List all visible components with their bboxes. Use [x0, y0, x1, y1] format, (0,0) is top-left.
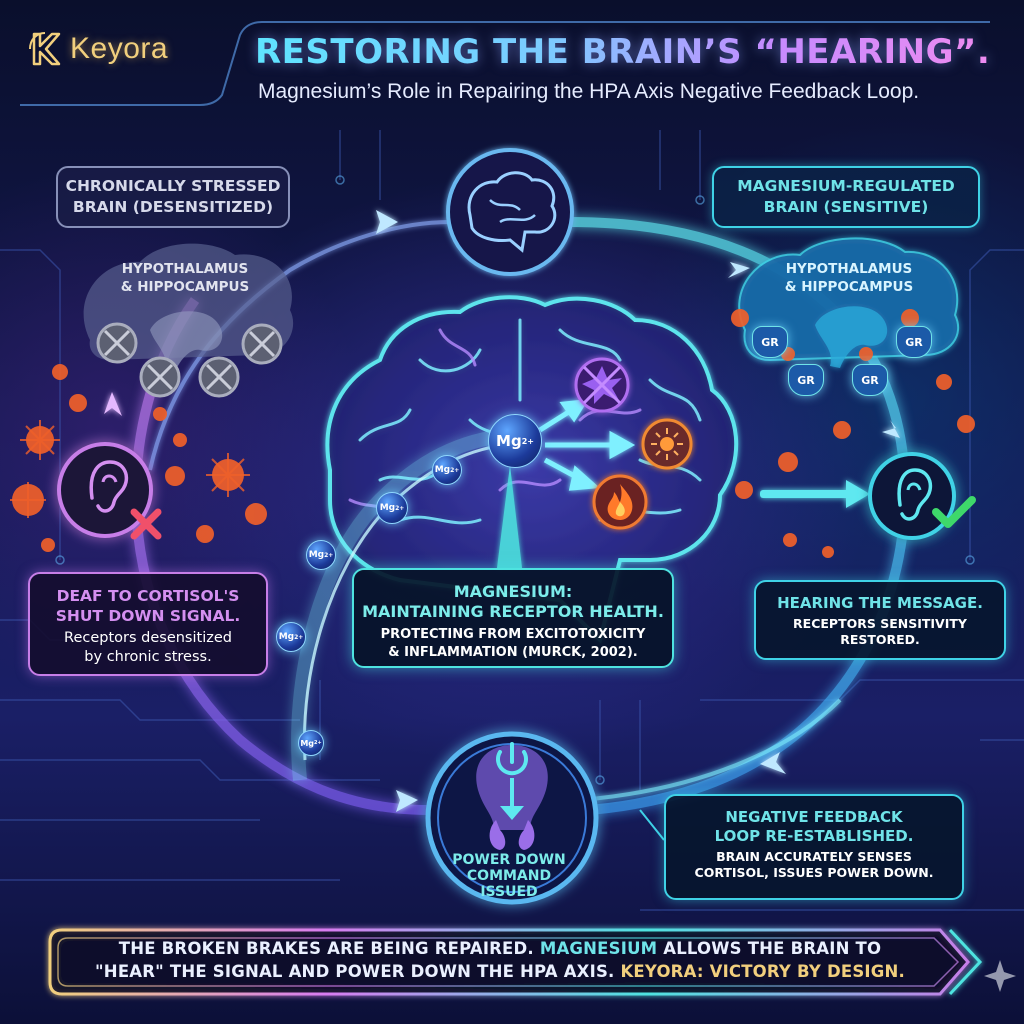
left-region-line1: HYPOTHALAMUS	[121, 261, 249, 277]
power-icon	[496, 750, 528, 776]
banner-text-part1: THE BROKEN BRAKES ARE BEING REPAIRED.	[118, 939, 540, 958]
mg-title-line2: MAINTAINING RECEPTOR HEALTH.	[362, 602, 664, 621]
bottom-banner-frame	[48, 928, 983, 996]
top-brain-icon	[446, 148, 574, 276]
brand-name: Keyora	[70, 32, 169, 65]
inflammation-icon	[641, 418, 693, 470]
deaf-title-line2: SHUT DOWN SIGNAL.	[55, 607, 241, 625]
bottom-banner-message: THE BROKEN BRAKES ARE BEING REPAIRED. MA…	[70, 937, 930, 983]
hear-sub-line1: RECEPTORS SENSITIVITY	[793, 616, 967, 631]
loop-arrow-left-up	[104, 392, 122, 416]
loop-arrow-bottom-right	[760, 752, 786, 774]
sparkle-icon	[984, 960, 1016, 992]
power-down-icon-circle	[425, 731, 599, 905]
stressed-heading-line2: BRAIN (DESENSITIZED)	[72, 198, 274, 216]
feedback-loop-left	[131, 297, 431, 815]
mg-title-line1: MAGNESIUM:	[453, 582, 573, 601]
left-region-line2: & HIPPOCAMPUS	[120, 279, 250, 295]
gr-receptor: GR	[896, 326, 932, 358]
negative-feedback-callout: NEGATIVE FEEDBACK LOOP RE-ESTABLISHED. B…	[664, 794, 964, 900]
right-region-line1: HYPOTHALAMUS	[785, 261, 913, 277]
neg-title-line2: LOOP RE-ESTABLISHED.	[714, 827, 914, 845]
regulated-brain-heading: MAGNESIUM-REGULATED BRAIN (SENSITIVE)	[712, 166, 980, 228]
gr-receptor: GR	[788, 364, 824, 396]
loop-arrow-top-left	[376, 210, 398, 234]
banner-text-part2: ALLOWS THE BRAIN TO	[657, 939, 882, 958]
deaf-sub-line2: by chronic stress.	[84, 649, 212, 665]
left-brain-region-illustration	[83, 243, 294, 372]
hear-title: HEARING THE MESSAGE.	[777, 594, 983, 612]
excitotoxicity-icon	[574, 357, 630, 413]
gr-receptor: GR	[852, 364, 888, 396]
loop-arrow-bottom-left	[396, 790, 418, 812]
deaf-callout: DEAF TO CORTISOL'S SHUT DOWN SIGNAL. Rec…	[28, 572, 268, 676]
brand-logo: Keyora	[28, 30, 168, 68]
neg-sub-line1: BRAIN ACCURATELY SENSES	[716, 849, 912, 864]
mg-sub-line1: PROTECTING FROM EXCITOTOXICITY	[380, 627, 646, 642]
deaf-sub-line1: Receptors desensitized	[64, 630, 232, 646]
hearing-callout: HEARING THE MESSAGE. RECEPTORS SENSITIVI…	[754, 580, 1006, 660]
red-x-icon	[130, 508, 162, 540]
gr-receptor: GR	[752, 326, 788, 358]
loop-arrow-right	[882, 420, 900, 438]
power-line1: POWER DOWN	[452, 852, 566, 868]
header-frame	[20, 21, 990, 106]
banner-highlight-brand: KEYORA: VICTORY BY DESIGN.	[620, 962, 905, 981]
deaf-title-line1: DEAF TO CORTISOL'S	[56, 587, 240, 605]
mg-sub-line2: & INFLAMMATION (MURCK, 2002).	[388, 645, 638, 660]
right-region-line2: & HIPPOCAMPUS	[784, 279, 914, 295]
keyora-logo-icon	[29, 32, 61, 66]
banner-highlight-magnesium: MAGNESIUM	[539, 939, 658, 958]
right-region-label: HYPOTHALAMUS & HIPPOCAMPUS	[774, 260, 924, 296]
power-line2: COMMAND	[466, 868, 552, 884]
stressed-heading-line1: CHRONICALLY STRESSED	[65, 177, 281, 195]
neg-title-line1: NEGATIVE FEEDBACK	[725, 808, 903, 826]
magnesium-callout: MAGNESIUM: MAINTAINING RECEPTOR HEALTH. …	[352, 568, 674, 668]
green-check-icon	[932, 496, 976, 528]
page-title: RESTORING THE BRAIN’S “HEARING”.	[255, 32, 991, 72]
banner-text-part3: "HEAR" THE SIGNAL AND POWER DOWN THE HPA…	[95, 962, 621, 981]
left-region-label: HYPOTHALAMUS & HIPPOCAMPUS	[110, 260, 260, 296]
neg-sub-line2: CORTISOL, ISSUES POWER DOWN.	[694, 865, 934, 880]
hear-sub-line2: RESTORED.	[840, 632, 920, 647]
page-subtitle: Magnesium’s Role in Repairing the HPA Ax…	[258, 80, 920, 103]
regulated-heading-line2: BRAIN (SENSITIVE)	[763, 198, 929, 216]
fire-icon	[592, 474, 648, 530]
right-ear-hearing-icon	[868, 452, 976, 540]
power-down-label: POWER DOWN COMMAND ISSUED	[434, 852, 584, 900]
blocked-receptors	[96, 322, 283, 398]
regulated-heading-line1: MAGNESIUM-REGULATED	[737, 177, 955, 195]
left-ear-deaf-icon	[57, 442, 162, 540]
stressed-brain-heading: CHRONICALLY STRESSED BRAIN (DESENSITIZED…	[56, 166, 290, 228]
down-arrow-icon	[500, 806, 524, 820]
loop-arrow-top-right	[728, 262, 750, 278]
power-line3: ISSUED	[480, 884, 538, 900]
